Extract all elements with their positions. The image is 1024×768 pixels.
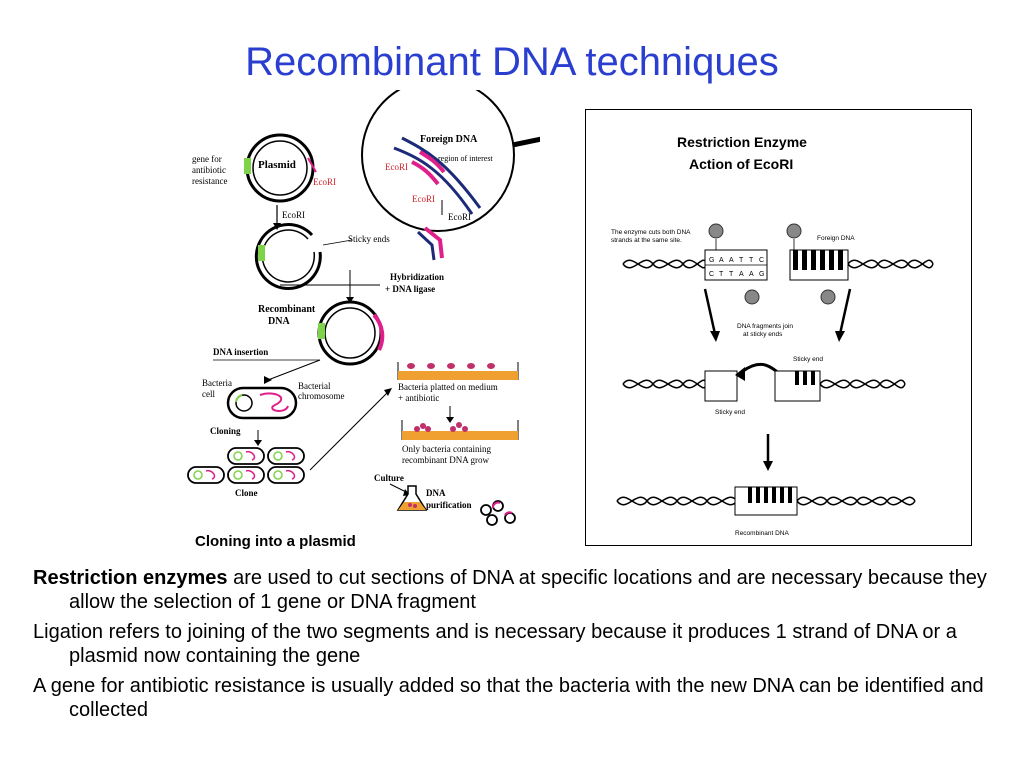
recombinant-dna-label: Recombinant DNA: [735, 530, 789, 537]
ecori-diagram: Restriction Enzyme Action of EcoRI The e…: [585, 109, 972, 546]
plated-label-2: + antibiotic: [398, 393, 439, 403]
resistance-gene-mark: [244, 158, 251, 174]
region-of-interest-label: region of interest: [438, 154, 493, 163]
gene-label-1: gene for: [192, 154, 222, 164]
sticky-end-label-2: Sticky end: [715, 409, 745, 416]
culture-label: Culture: [374, 473, 404, 483]
ecori-label-zoom-3: EcoRI: [448, 212, 471, 222]
ecori-enzymes: [708, 223, 836, 305]
ecori-title-2: Action of EcoRI: [689, 156, 793, 172]
bullet-1-text: are used to cut sections of DNA at speci…: [69, 567, 987, 613]
purification-label-1: DNA: [426, 488, 446, 498]
plasmid-label: Plasmid: [258, 159, 296, 171]
cuts-note-2: strands at the same site.: [611, 237, 682, 244]
ecori-label-zoom-2: EcoRI: [412, 194, 435, 204]
sticky-ends-label: Sticky ends: [348, 234, 390, 244]
bacteria-cell-label-2: cell: [202, 389, 215, 399]
bullet-ligation: Ligation refers to joining of the two se…: [33, 620, 993, 668]
ecori-frame: [585, 109, 972, 546]
base-bottom-3: T: [729, 271, 734, 278]
bacteria-cell: [226, 386, 298, 420]
dna-insertion-label: DNA insertion: [213, 347, 268, 357]
bullet-list: Restriction enzymes are used to cut sect…: [33, 566, 993, 728]
cloning-diagram: gene for antibiotic resistance Plasmid E…: [187, 90, 540, 550]
foreign-dna-rungs: [793, 250, 843, 270]
base-bottom-4: A: [739, 271, 744, 278]
base-bottom-1: C: [709, 271, 714, 278]
recombinant-plasmid: [317, 300, 383, 366]
plated-label-1: Bacteria platted on medium: [398, 382, 498, 392]
ecori-title-1: Restriction Enzyme: [677, 134, 807, 150]
foreign-dna-label: Foreign DNA: [420, 134, 478, 145]
base-top-5: T: [749, 257, 754, 264]
cuts-note-1: The enzyme cuts both DNA: [611, 229, 691, 236]
fragments-join-1: DNA fragments join: [737, 323, 793, 330]
bullet-3-text: A gene for antibiotic resistance is usua…: [33, 675, 984, 721]
bullet-1-bold: Restriction enzymes: [33, 567, 228, 589]
plate-selected-colonies: [401, 420, 519, 440]
fragments-join-2: at sticky ends: [743, 331, 783, 338]
ecori-label-zoom-1: EcoRI: [385, 162, 408, 172]
recombinant-label-2: DNA: [268, 316, 290, 327]
chromosome-label-1: Bacterial: [298, 381, 331, 391]
recombinant-label-1: Recombinant: [258, 304, 316, 315]
base-top-3: A: [729, 257, 734, 264]
cloning-label: Cloning: [210, 426, 241, 436]
only-bacteria-label-1: Only bacteria containing: [402, 444, 491, 454]
only-bacteria-label-2: recombinant DNA grow: [402, 455, 489, 465]
caption: Cloning into a plasmid: [195, 533, 356, 550]
bullet-restriction-enzymes: Restriction enzymes are used to cut sect…: [33, 566, 993, 614]
clone-label: Clone: [235, 488, 258, 498]
culture-flask: [396, 485, 428, 511]
ecori-label-plasmid: EcoRI: [313, 177, 336, 187]
plate-with-antibiotic: [397, 362, 519, 380]
gene-label-3: resistance: [192, 176, 227, 186]
base-top-2: A: [719, 257, 724, 264]
base-top-6: C: [759, 257, 764, 264]
foreign-dna-note: Foreign DNA: [817, 235, 855, 242]
chromosome-label-2: chromosome: [298, 391, 345, 401]
purified-plasmids: [480, 500, 516, 526]
clone-cells: [187, 447, 305, 484]
base-bottom-6: G: [759, 271, 764, 278]
bullet-antibiotic-resistance: A gene for antibiotic resistance is usua…: [33, 674, 993, 722]
slide-title: Recombinant DNA techniques: [245, 40, 779, 84]
bullet-2-text: Ligation refers to joining of the two se…: [33, 621, 957, 667]
bacteria-cell-label-1: Bacteria: [202, 378, 232, 388]
hybridization-label-1: Hybridization: [390, 272, 444, 282]
base-bottom-5: A: [749, 271, 754, 278]
gene-label-2: antibiotic: [192, 165, 226, 175]
purification-label-2: purification: [426, 500, 472, 510]
hybridization-label-2: + DNA ligase: [385, 284, 435, 294]
base-top-1: G: [709, 257, 714, 264]
sticky-end-label-1: Sticky end: [793, 356, 823, 363]
ecori-label-cut: EcoRI: [282, 210, 305, 220]
base-top-4: T: [739, 257, 744, 264]
cut-plasmid: [254, 223, 322, 291]
base-bottom-2: T: [719, 271, 724, 278]
